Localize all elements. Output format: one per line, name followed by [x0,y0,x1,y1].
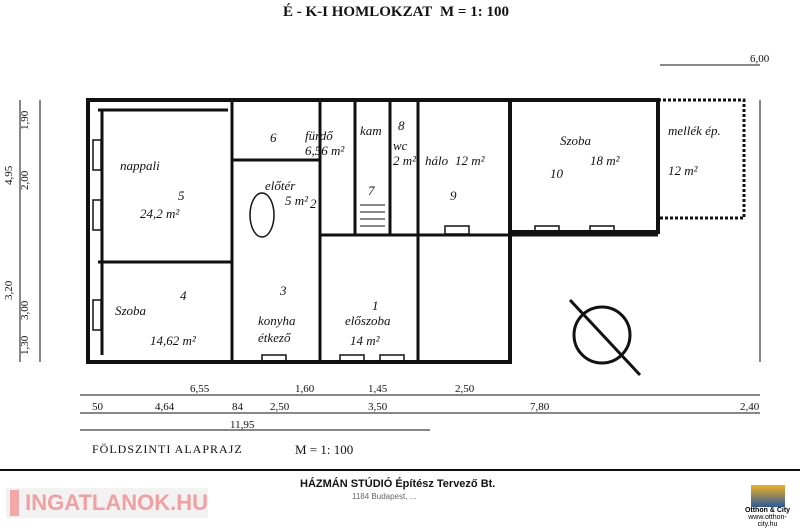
plan-label: 1,45 [368,383,388,395]
elevation-title: É - K-I HOMLOKZAT [283,4,433,20]
plan-label: 18 m² [590,153,621,168]
plan-label: Szoba [115,303,147,318]
plan-label: előtér [265,178,296,193]
plan-label: 2 [310,196,317,211]
plan-label: 2 m² [393,153,417,168]
plan-label: 6,56 m² [305,143,345,158]
plan-label: 6,00 [750,53,770,65]
plan-label: INGATLANOK.HU [25,490,208,515]
house-icon [10,490,20,516]
room-name: nappali [120,158,160,173]
plan-label: 6 [270,130,277,145]
plan-label: www.otthon-city.hu [748,514,787,528]
plan-label: előszoba [345,313,391,328]
plan-label: 1 [372,298,379,313]
watermark: INGATLANOK.HU [6,488,208,518]
plan-label: mellék ép. [668,123,721,138]
studio-address: 1184 Budapest, ... [352,492,417,501]
plan-label: étkező [258,330,291,345]
plan-label: konyha [258,313,296,328]
plan-label: 11,95 [230,419,255,431]
plan-label: Otthon & City [744,507,791,514]
plan-label: 3,00 [19,300,31,320]
plan-label: 2,00 [19,170,31,190]
plan-label: Szoba [560,133,592,148]
plan-label: 1,90 [19,110,31,130]
plan-label: 3,20 [3,280,15,300]
plan-label: 10 [550,166,564,181]
north-arrow-icon [572,305,632,365]
plan-label: 3 [279,283,287,298]
plan-label: 4,64 [155,401,175,413]
plan-label: 2,50 [270,401,290,413]
annex-wall [656,98,746,220]
plan-label: 2,50 [455,383,475,395]
plan-scale: M = 1: 100 [295,442,354,457]
plan-label: 4 [180,288,187,303]
plan-label: 8 [398,118,405,133]
studio-name: HÁZMÁN STÚDIÓ Építész Tervező Bt. [300,478,496,490]
plan-label: 6,55 [190,383,210,395]
plan-label: 1,30 [19,335,31,355]
plan-label: 50 [92,401,104,413]
plan-label: kam [360,123,382,138]
plan-label: wc [393,138,408,153]
plan-label: 1,60 [295,383,315,395]
plan-label: 24,2 m² [140,206,180,221]
city-logo-icon [750,485,785,507]
inner-walls [98,100,658,362]
plan-label: 5 [178,188,185,203]
plan-label: 12 m² [455,153,486,168]
outer-wall-east [508,98,660,234]
stairs [360,204,385,227]
plan-label: 2,40 [740,401,760,413]
plan-label: 4,95 [3,165,15,185]
plan-label: 9 [450,188,457,203]
plan-title: FÖLDSZINTI ALAPRAJZ [92,442,243,456]
plan-label: 84 [232,401,244,413]
plan-label: 14,62 m² [150,333,197,348]
plan-label: hálo [425,153,449,168]
plan-label: 7,80 [530,401,550,413]
plan-label: 12 m² [668,163,699,178]
outer-wall [86,98,512,364]
plan-label: 14 m² [350,333,381,348]
elevation-scale: M = 1: 100 [440,4,509,20]
plan-label: 7 [368,183,375,198]
plan-label: 3,50 [368,401,388,413]
plan-label: 5 m² [285,193,309,208]
plan-label: fürdő [305,128,333,143]
dining-table [249,192,275,238]
